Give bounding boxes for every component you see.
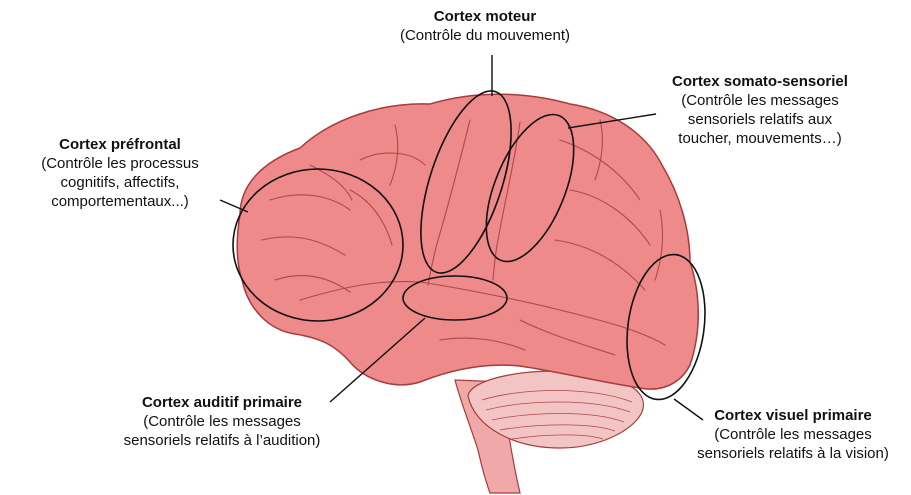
label-cortex-moteur: Cortex moteur (Contrôle du mouvement): [380, 7, 590, 45]
label-desc-line: (Contrôle les messages: [630, 91, 890, 110]
label-desc-line: sensoriels relatifs à la vision): [675, 444, 911, 463]
label-desc-line: sensoriels relatifs à l’audition): [92, 431, 352, 450]
label-desc-line: (Contrôle les processus: [0, 154, 240, 173]
label-desc-line: (Contrôle du mouvement): [380, 26, 590, 45]
label-desc-line: (Contrôle les messages: [675, 425, 911, 444]
label-desc-line: sensoriels relatifs aux: [630, 110, 890, 129]
label-title: Cortex auditif primaire: [92, 393, 352, 412]
label-title: Cortex préfrontal: [0, 135, 240, 154]
label-title: Cortex moteur: [380, 7, 590, 26]
label-cortex-somato-sensoriel: Cortex somato-sensoriel (Contrôle les me…: [630, 72, 890, 148]
label-desc-line: comportementaux...): [0, 192, 240, 211]
label-title: Cortex somato-sensoriel: [630, 72, 890, 91]
label-desc-line: toucher, mouvements…): [630, 129, 890, 148]
label-desc-line: (Contrôle les messages: [92, 412, 352, 431]
label-cortex-auditif: Cortex auditif primaire (Contrôle les me…: [92, 393, 352, 450]
label-cortex-prefrontal: Cortex préfrontal (Contrôle les processu…: [0, 135, 240, 211]
label-desc-line: cognitifs, affectifs,: [0, 173, 240, 192]
label-cortex-visuel: Cortex visuel primaire (Contrôle les mes…: [675, 406, 911, 463]
label-title: Cortex visuel primaire: [675, 406, 911, 425]
